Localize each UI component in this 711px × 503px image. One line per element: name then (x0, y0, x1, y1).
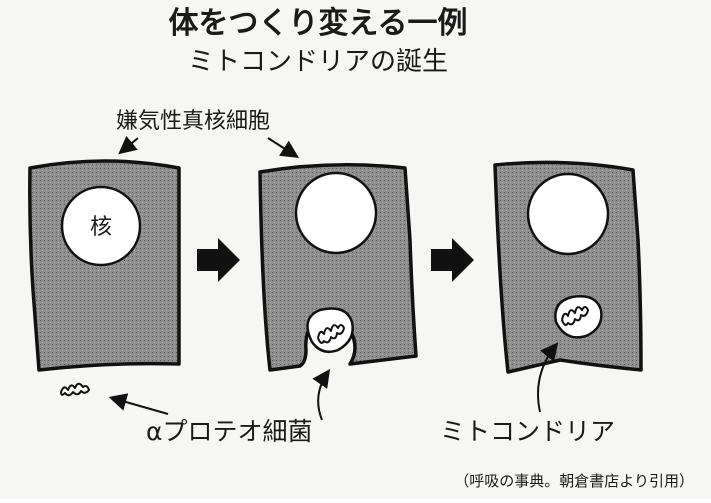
cell-2-nucleus (294, 171, 378, 255)
bacterium-label: αプロテオ細菌 (146, 417, 312, 446)
host-cell-pointer-right (267, 137, 300, 158)
cell-2-engulfing (258, 163, 418, 372)
diagram-subtitle: ミトコンドリアの誕生 (188, 47, 448, 77)
mitochondrion-icon (554, 295, 603, 339)
bacterium-squiggle-icon (317, 324, 345, 344)
bacterium-squiggle-icon (60, 382, 90, 397)
source-citation: （呼吸の事典。朝倉書店より引用） (454, 472, 694, 490)
diagram-title: 体をつくり変える一例 (168, 6, 467, 41)
cell-1-anaerobic-eukaryote: 核 (28, 159, 181, 372)
bacterium-pointer (108, 393, 169, 415)
cell-3-nucleus (526, 172, 610, 256)
right-arrow-icon (431, 238, 474, 282)
engulfed-bacterium-pointer (312, 369, 331, 421)
mitochondrion-label: ミトコンドリア (440, 417, 615, 446)
host-cell-pointer-left (118, 135, 139, 155)
right-arrow-icon (197, 238, 240, 282)
mitochondrion-pointer (537, 342, 559, 413)
nucleus-label: 核 (90, 215, 112, 240)
cell-3-with-mitochondrion (493, 160, 643, 374)
mitochondrion-cristae (561, 306, 589, 326)
host-cell-label: 嫌気性真核細胞 (116, 109, 270, 134)
cell-1-nucleus (60, 185, 142, 267)
